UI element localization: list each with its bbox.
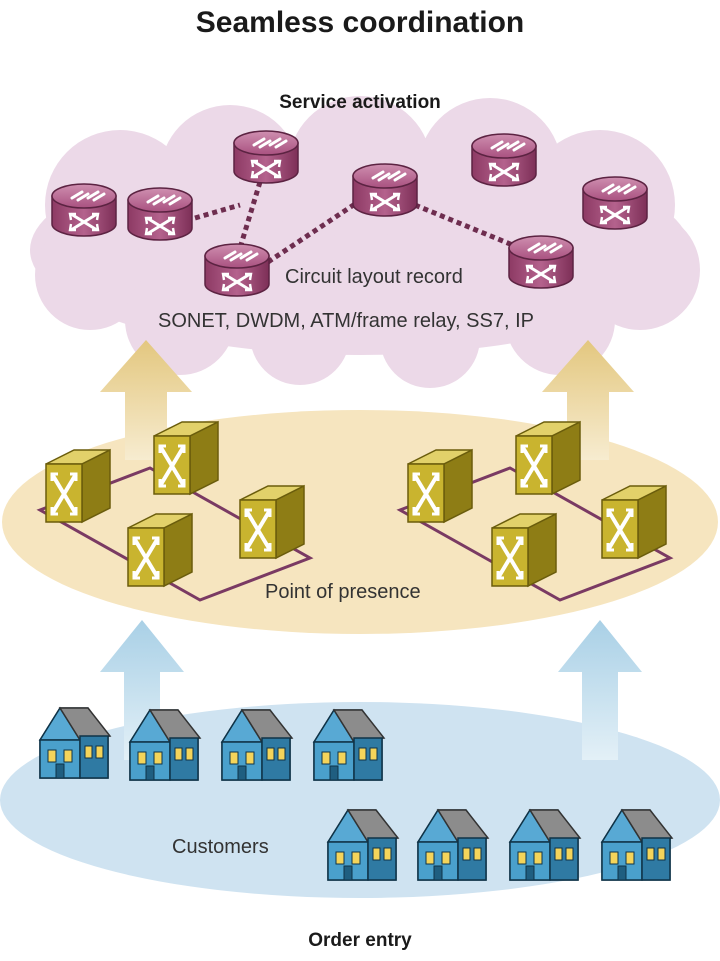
router-icon (126, 186, 194, 242)
switch-icon (406, 448, 474, 524)
service-cloud (30, 96, 700, 388)
house-icon (39, 707, 111, 779)
switch-icon (152, 420, 220, 496)
arrow-up-icon (100, 620, 184, 760)
customers-label: Customers (172, 836, 269, 858)
switch-icon (490, 512, 558, 588)
switch-icon (600, 484, 668, 560)
router-links (194, 181, 521, 265)
point-of-presence-label: Point of presence (265, 581, 421, 603)
router-icon (351, 162, 419, 218)
arrow-up-icon (558, 620, 642, 760)
arrow-up-icon (100, 340, 192, 460)
technologies-label: SONET, DWDM, ATM/frame relay, SS7, IP (158, 310, 534, 332)
router-icon (470, 132, 538, 188)
router-icon (50, 182, 118, 238)
router-icon (581, 175, 649, 231)
router-icon (203, 242, 271, 298)
switch-icon (238, 484, 306, 560)
order-entry-label: Order entry (308, 930, 412, 951)
diagram-title: Seamless coordination (195, 6, 525, 39)
router-icon (232, 129, 300, 185)
switch-icon (126, 512, 194, 588)
service-activation-heading: Service activation (279, 92, 441, 113)
router-icon (507, 234, 575, 290)
arrow-up-icon (542, 340, 634, 460)
circuit-layout-record-label: Circuit layout record (285, 266, 463, 288)
switch-icon (44, 448, 112, 524)
switch-icon (514, 420, 582, 496)
